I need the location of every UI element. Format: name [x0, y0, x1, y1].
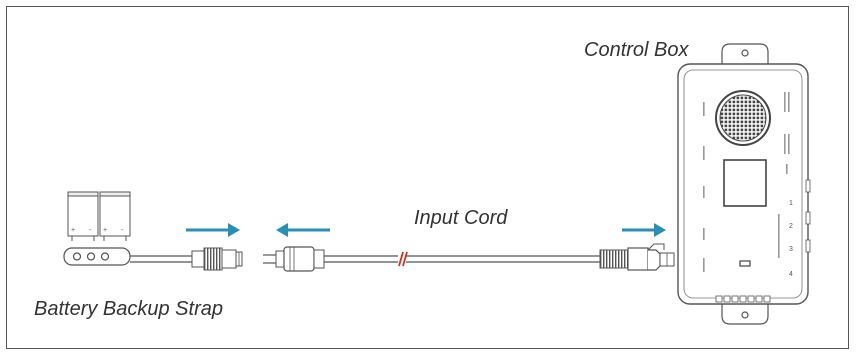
input-cord — [263, 243, 675, 272]
battery-right-plus: + — [103, 227, 107, 234]
port-number-4: 4 — [789, 271, 793, 278]
arrow-right-box — [622, 223, 666, 237]
arrow-right-left — [186, 223, 240, 237]
battery-left: + - — [67, 191, 99, 237]
port-number-3: 3 — [789, 246, 793, 253]
status-indicator — [739, 260, 751, 267]
battery-left-minus: - — [89, 227, 92, 234]
display-window — [723, 159, 767, 207]
battery-strap-plug — [191, 247, 243, 271]
battery-right: + - — [99, 191, 131, 237]
port-number-1: 1 — [789, 200, 793, 207]
control-box: 1 2 3 4 — [677, 43, 811, 325]
battery-left-plus: + — [71, 227, 75, 234]
control-box-label: Control Box — [584, 39, 689, 61]
battery-strap-label: Battery Backup Strap — [34, 298, 223, 320]
arrow-left-middle — [276, 223, 330, 237]
port-number-2: 2 — [789, 223, 793, 230]
cord-break-mark — [398, 251, 408, 267]
speaker-grille-icon — [715, 90, 771, 146]
battery-backup-strap: + - + - — [63, 191, 243, 271]
input-cord-label: Input Cord — [414, 207, 508, 229]
bottom-ports — [715, 295, 771, 303]
battery-strap-connector — [63, 247, 131, 266]
battery-right-minus: - — [121, 227, 124, 234]
